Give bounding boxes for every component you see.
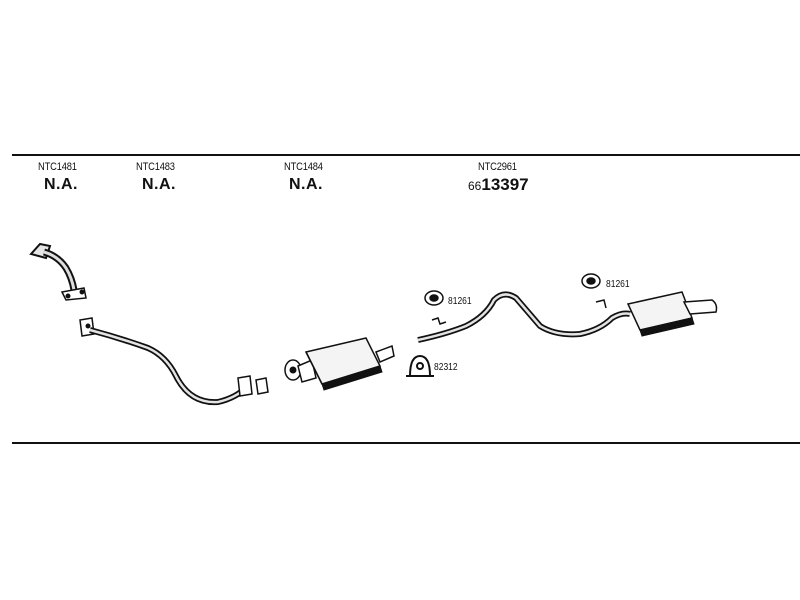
ref-ntc1483: NTC1483 <box>136 161 175 173</box>
hanger-left-number: 81261 <box>448 296 472 307</box>
value-ntc1481: N.A. <box>44 176 78 193</box>
rear-pipe <box>417 291 631 343</box>
top-rule <box>12 154 800 156</box>
part-number-prefix: 66 <box>468 179 482 193</box>
front-downpipe <box>29 242 87 301</box>
ref-ntc1481: NTC1481 <box>38 161 77 173</box>
clamp-number: 82312 <box>434 362 458 373</box>
rear-silencer <box>626 291 718 337</box>
ref-ntc2961: NTC2961 <box>478 161 517 173</box>
clamp-icon <box>406 354 434 377</box>
ref-ntc1484: NTC1484 <box>284 161 323 173</box>
intermediate-pipe <box>79 317 269 406</box>
bottom-rule <box>12 442 800 444</box>
part-number-ntc2961: 6613397 <box>468 175 529 195</box>
value-ntc1484: N.A. <box>289 176 323 193</box>
centre-silencer <box>284 337 395 391</box>
hanger-left-icon <box>424 290 444 306</box>
hanger-right-icon <box>581 273 601 289</box>
hanger-right-number: 81261 <box>606 279 630 290</box>
part-number-main: 13397 <box>481 175 529 194</box>
value-ntc1483: N.A. <box>142 176 176 193</box>
